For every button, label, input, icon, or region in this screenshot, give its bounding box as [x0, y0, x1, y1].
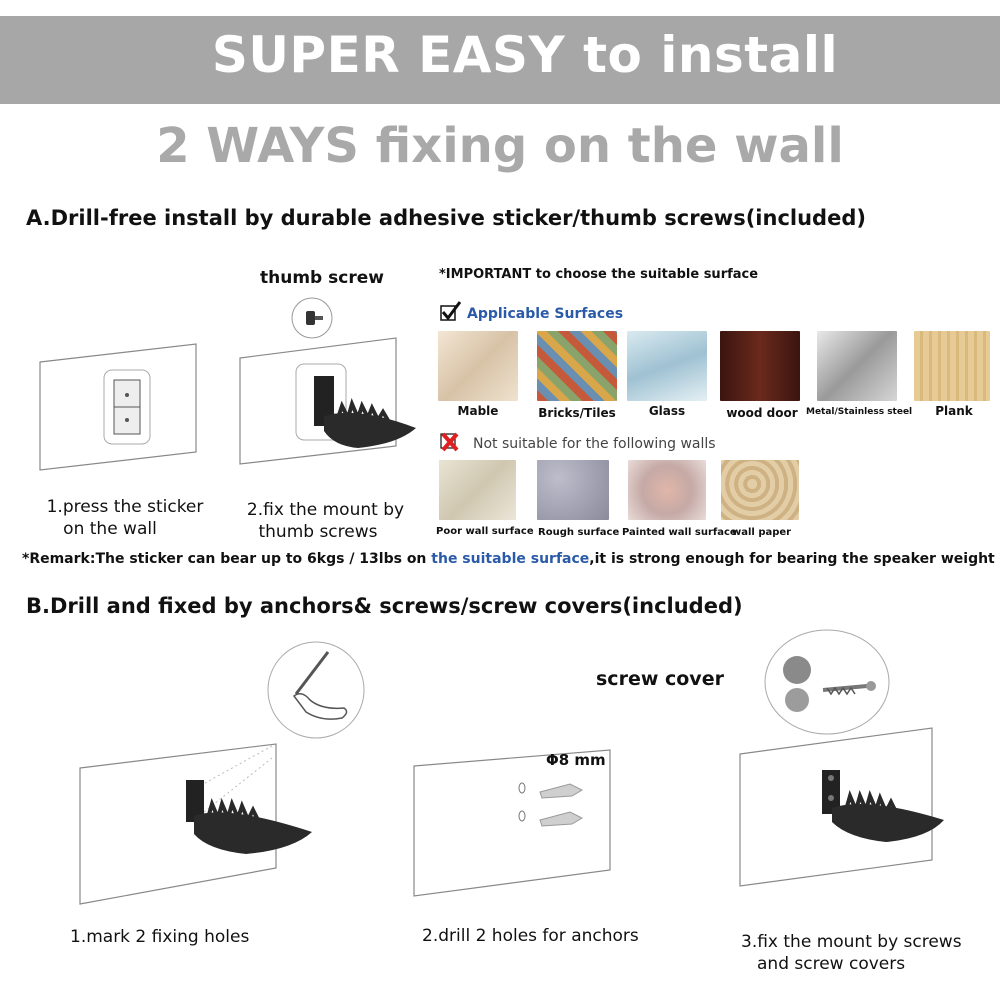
- label-metal: Metal/Stainless steel: [806, 407, 913, 417]
- remark-highlight: the suitable surface: [431, 551, 590, 567]
- step-a2-line2: thumb screws: [258, 522, 378, 542]
- step-a1-line1: 1.press the sticker: [46, 497, 204, 517]
- step-b3-line2: and screw covers: [757, 954, 906, 974]
- label-poor-wall: Poor wall surface: [436, 526, 534, 537]
- swatch-metal: [817, 331, 897, 401]
- page-subtitle: 2 WAYS fixing on the wall: [156, 118, 844, 174]
- not-suitable-x-icon: [440, 432, 459, 452]
- wall-drill-holes-illustration: [413, 749, 611, 897]
- header-banner: [0, 16, 1000, 104]
- wall-mark-holes-illustration: [79, 743, 312, 905]
- step-a1-line2: on the wall: [63, 519, 157, 539]
- screw-cover-label: screw cover: [596, 668, 724, 690]
- remark-suffix: ,it is strong enough for bearing the spe…: [589, 551, 995, 567]
- swatch-glass: [627, 331, 707, 401]
- step-b2-caption: 2.drill 2 holes for anchors: [422, 926, 639, 946]
- label-wallpaper: wall paper: [732, 527, 792, 538]
- swatch-rough: [537, 460, 609, 520]
- remark-prefix: *Remark:The sticker can bear up to 6kgs …: [22, 551, 432, 567]
- section-a-title: A.Drill-free install by durable adhesive…: [26, 206, 866, 230]
- step-b3-line1: 3.fix the mount by screws: [741, 932, 962, 952]
- marking-pen-icon: [267, 641, 365, 739]
- diameter-label: Φ8 mm: [546, 751, 606, 769]
- swatch-plank: [914, 331, 990, 401]
- wall-with-mount-illustration: [239, 337, 416, 465]
- label-glass: Glass: [648, 404, 686, 418]
- remark-note: *Remark:The sticker can bear up to 6kgs …: [22, 551, 995, 567]
- section-b-title: B.Drill and fixed by anchors& screws/scr…: [26, 594, 743, 618]
- label-rough: Rough surface: [538, 527, 620, 538]
- swatch-marble: [438, 331, 518, 401]
- swatch-wood-door: [720, 331, 800, 401]
- label-wood-door: wood door: [726, 406, 798, 420]
- label-marble: Mable: [457, 404, 499, 418]
- swatch-wallpaper: [721, 460, 799, 520]
- swatch-bricks-tiles: [537, 331, 617, 401]
- step-b1-caption: 1.mark 2 fixing holes: [70, 927, 250, 947]
- label-painted-wall: Painted wall surface: [622, 527, 737, 538]
- label-bricks-tiles: Bricks/Tiles: [538, 406, 616, 420]
- important-note: *IMPORTANT to choose the suitable surfac…: [439, 267, 759, 282]
- label-plank: Plank: [935, 404, 973, 418]
- thumb-screw-label: thumb screw: [260, 268, 384, 288]
- wall-fixed-mount-illustration: [739, 727, 944, 887]
- banner-title: SUPER EASY to install: [211, 26, 839, 84]
- thumb-screw-icon: [291, 297, 333, 339]
- swatch-painted-wall: [628, 460, 706, 520]
- wall-with-sticker-illustration: [39, 343, 197, 471]
- checkbox-checked-icon: [440, 301, 462, 321]
- swatch-poor-wall: [439, 460, 516, 520]
- not-suitable-title: Not suitable for the following walls: [473, 436, 716, 452]
- applicable-surfaces-title: Applicable Surfaces: [467, 306, 624, 322]
- screw-cover-icon: [764, 629, 890, 735]
- step-a2-line1: 2.fix the mount by: [246, 500, 405, 520]
